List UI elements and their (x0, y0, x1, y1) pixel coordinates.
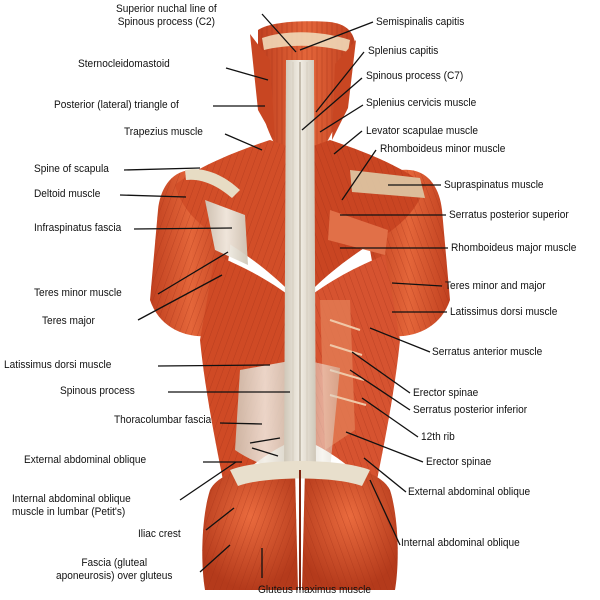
label-rhomboid-minor: Rhomboideus minor muscle (380, 143, 506, 155)
label-superior-nuchal-line2: Spinous process (C2) (117, 16, 216, 28)
label-superior-nuchal-line1: Superior nuchal line of (116, 3, 217, 15)
label-latissimus-right: Latissimus dorsi muscle (450, 306, 558, 318)
label-deltoid: Deltoid muscle (34, 188, 101, 200)
label-thoracolumbar: Thoracolumbar fascia (114, 414, 212, 426)
label-gluteus-maximus: Gluteus maximus muscle (258, 584, 372, 596)
label-latissimus-left: Latissimus dorsi muscle (4, 359, 112, 371)
label-int-oblique-lumbar: Internal abdominal oblique muscle in lum… (12, 493, 131, 519)
label-sternocleidomastoid: Sternocleidomastoid (78, 58, 170, 70)
label-fascia-gluteal: Fascia (gluteal aponeurosis) over gluteu… (56, 557, 172, 583)
label-levator-scapulae: Levator scapulae muscle (366, 125, 478, 137)
label-teres-minor-major: Teres minor and major (445, 280, 546, 292)
label-int-oblique-lumbar-line1: Internal abdominal oblique (12, 493, 131, 505)
label-erector-spinae-2: Erector spinae (426, 456, 492, 468)
label-infraspinatus-fascia: Infraspinatus fascia (34, 222, 122, 234)
gluteus-region (202, 461, 398, 590)
label-spinous-c7: Spinous process (C7) (366, 70, 464, 82)
label-int-oblique-lumbar-line2: muscle in lumbar (Petit's) (12, 506, 126, 518)
lower-back (200, 255, 400, 490)
label-serratus-post-inf: Serratus posterior inferior (413, 404, 528, 416)
spine-column (284, 60, 316, 470)
label-spinous-process-left: Spinous process (60, 385, 135, 397)
label-trapezius: Trapezius muscle (124, 126, 203, 138)
label-fascia-gluteal-line2: aponeurosis) over gluteus (56, 570, 173, 582)
leader-lines (119, 13, 448, 578)
label-int-oblique-right: Internal abdominal oblique (401, 537, 520, 549)
label-iliac-crest: Iliac crest (138, 528, 181, 540)
label-serratus-post-sup: Serratus posterior superior (449, 209, 569, 221)
label-supraspinatus: Supraspinatus muscle (444, 179, 544, 191)
label-fascia-gluteal-line1: Fascia (gluteal (81, 557, 148, 569)
label-spine-of-scapula: Spine of scapula (34, 163, 109, 175)
label-ext-oblique-right: External abdominal oblique (408, 486, 531, 498)
label-semispinalis: Semispinalis capitis (376, 16, 465, 28)
label-posterior-triangle: Posterior (lateral) triangle of (54, 99, 179, 111)
label-ext-oblique-left: External abdominal oblique (24, 454, 147, 466)
label-serratus-anterior: Serratus anterior muscle (432, 346, 543, 358)
label-splenius-capitis: Splenius capitis (368, 45, 439, 57)
label-splenius-cervicis: Splenius cervicis muscle (366, 97, 477, 109)
label-rib-12: 12th rib (421, 431, 455, 443)
label-teres-major-left: Teres major (42, 315, 95, 327)
label-rhomboid-major: Rhomboideus major muscle (451, 242, 577, 254)
label-superior-nuchal: Superior nuchal line of Spinous process … (116, 3, 217, 29)
label-teres-minor-left: Teres minor muscle (34, 287, 122, 299)
label-erector-spinae-1: Erector spinae (413, 387, 479, 399)
upper-back (175, 140, 425, 300)
